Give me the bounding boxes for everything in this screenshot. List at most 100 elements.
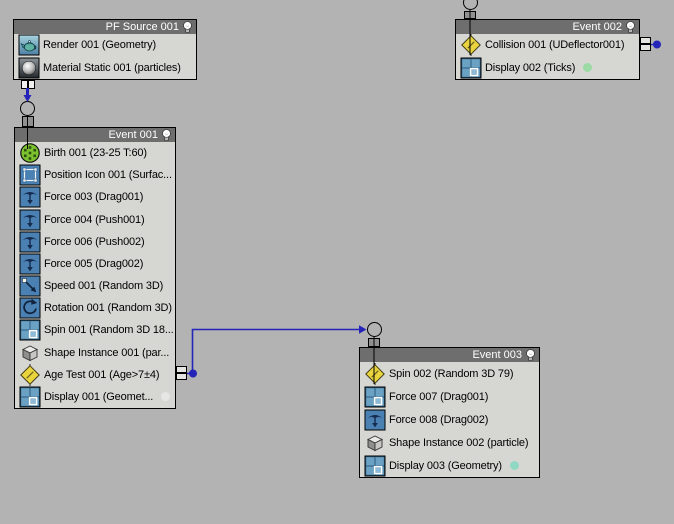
operator-row-force-003[interactable]: Force 003 (Drag001) [15, 186, 175, 208]
operator-label: Render 001 (Geometry) [43, 39, 157, 52]
output-socket[interactable] [176, 373, 187, 380]
operator-label: Spin 001 (Random 3D 18... [44, 324, 174, 337]
operator-row-shape-instance[interactable]: Shape Instance 001 (par... [15, 342, 175, 364]
pf-source-output-connector[interactable] [21, 80, 35, 89]
collision-test-output-connector[interactable] [640, 37, 651, 51]
material-sphere-icon [17, 57, 41, 79]
operator-row-position[interactable]: Position Icon 001 (Surfac... [15, 164, 175, 186]
operator-label: Material Static 001 (particles) [43, 61, 181, 74]
operator-row-spin-002[interactable]: Spin 002 (Random 3D 79) [360, 362, 539, 385]
lightbulb-icon[interactable] [182, 21, 193, 34]
operator-row-display[interactable]: Display 002 (Ticks) [456, 57, 639, 80]
operator-label: Age Test 001 (Age>7±4) [44, 368, 160, 381]
shape-cube-icon [18, 342, 42, 364]
display-status-dot [509, 461, 519, 470]
node-title: Event 003 [472, 349, 522, 361]
operator-row-force-005[interactable]: Force 005 (Drag002) [15, 253, 175, 275]
render-teapot-icon [17, 34, 41, 56]
wire-endpoint-dot[interactable] [653, 40, 661, 49]
operator-label: Force 003 (Drag001) [44, 191, 144, 204]
operator-label: Speed 001 (Random 3D) [44, 280, 164, 293]
event-003-input-socket[interactable] [368, 338, 380, 347]
operator-row-force-004[interactable]: Force 004 (Push001) [15, 209, 175, 231]
display-grid-icon [18, 386, 42, 408]
node-event-001[interactable]: Event 001 Birth 001 (23-25 T:60) Positio… [14, 127, 176, 409]
lightbulb-icon[interactable] [161, 129, 172, 142]
birth-icon [18, 142, 42, 164]
operator-label: Display 002 (Ticks) [485, 61, 576, 74]
operator-list: Collision 001 (UDeflector001) Display 00… [456, 34, 639, 79]
operator-row-display[interactable]: Display 001 (Geomet... [15, 386, 175, 408]
operator-list: Spin 002 (Random 3D 79) Force 007 (Drag0… [360, 362, 539, 477]
operator-row-spin[interactable]: Spin 001 (Random 3D 18... [15, 319, 175, 341]
node-titlebar[interactable]: Event 003 [360, 348, 539, 362]
node-titlebar[interactable]: Event 001 [15, 128, 175, 142]
node-titlebar[interactable]: Event 002 [456, 20, 639, 34]
operator-label: Force 004 (Push001) [44, 213, 145, 226]
test-diamond-icon [18, 364, 42, 386]
operator-label: Display 003 (Geometry) [389, 459, 502, 472]
event-002-input-socket[interactable] [464, 11, 476, 19]
event-001-input-connector[interactable] [20, 101, 35, 116]
display-status-dot [583, 63, 593, 73]
node-title: Event 002 [572, 21, 622, 33]
force-icon [18, 253, 42, 275]
output-socket[interactable] [640, 37, 651, 44]
operator-row-display-003[interactable]: Display 003 (Geometry) [360, 454, 539, 477]
lightbulb-icon[interactable] [525, 349, 536, 362]
operator-label: Force 007 (Drag001) [389, 390, 489, 403]
force-icon [18, 231, 42, 253]
operator-row-force-008[interactable]: Force 008 (Drag002) [360, 408, 539, 431]
shape-cube-icon [363, 432, 387, 454]
wire-agetest-to-event003[interactable] [191, 328, 360, 371]
position-icon [18, 164, 42, 186]
operator-label: Shape Instance 001 (par... [44, 346, 170, 359]
output-socket[interactable] [640, 44, 651, 51]
operator-label: Spin 002 (Random 3D 79) [389, 367, 514, 380]
operator-row-render[interactable]: Render 001 (Geometry) [14, 34, 196, 57]
test-diamond-icon [363, 363, 387, 385]
node-pf-source[interactable]: PF Source 001 Render 001 (Geometry) Mate… [13, 19, 197, 80]
operator-label: Force 008 (Drag002) [389, 413, 489, 426]
operator-row-speed[interactable]: Speed 001 (Random 3D) [15, 275, 175, 297]
operator-label: Shape Instance 002 (particle) [389, 436, 529, 449]
wire-arrowhead-icon [359, 325, 367, 334]
operator-row-force-006[interactable]: Force 006 (Push002) [15, 231, 175, 253]
operator-label: Rotation 001 (Random 3D) [44, 302, 172, 315]
output-socket[interactable] [21, 80, 28, 89]
spin-grid-icon [18, 319, 42, 341]
event-001-input-socket[interactable] [22, 116, 34, 127]
operator-row-age-test[interactable]: Age Test 001 (Age>7±4) [15, 364, 175, 386]
operator-label: Birth 001 (23-25 T:60) [44, 147, 147, 160]
operator-label: Force 006 (Push002) [44, 235, 145, 248]
operator-row-force-007[interactable]: Force 007 (Drag001) [360, 385, 539, 408]
display-status-dot [161, 392, 171, 402]
operator-row-shape-instance-002[interactable]: Shape Instance 002 (particle) [360, 431, 539, 454]
operator-row-birth[interactable]: Birth 001 (23-25 T:60) [15, 142, 175, 164]
operator-row-material[interactable]: Material Static 001 (particles) [14, 57, 196, 80]
force-icon [18, 209, 42, 231]
operator-label: Force 005 (Drag002) [44, 257, 144, 270]
event-002-input-connector[interactable] [463, 0, 478, 10]
node-titlebar[interactable]: PF Source 001 [14, 20, 196, 34]
force-icon [18, 186, 42, 208]
node-title: PF Source 001 [105, 21, 179, 33]
output-socket[interactable] [28, 80, 35, 89]
node-event-003[interactable]: Event 003 Spin 002 (Random 3D 79) Force … [359, 347, 540, 478]
operator-list: Birth 001 (23-25 T:60) Position Icon 001… [15, 142, 175, 408]
force-icon [363, 409, 387, 431]
wire-endpoint-dot[interactable] [189, 369, 197, 378]
operator-list: Render 001 (Geometry) Material Static 00… [14, 34, 196, 79]
display-grid-icon [363, 386, 387, 408]
operator-label: Collision 001 (UDeflector001) [485, 39, 625, 52]
output-socket[interactable] [176, 366, 187, 373]
node-title: Event 001 [108, 129, 158, 141]
node-event-002[interactable]: Event 002 Collision 001 (UDeflector001) … [455, 19, 640, 80]
test-diamond-icon [459, 34, 483, 56]
operator-row-rotation[interactable]: Rotation 001 (Random 3D) [15, 297, 175, 319]
speed-icon [18, 275, 42, 297]
lightbulb-icon[interactable] [625, 21, 636, 34]
operator-row-collision[interactable]: Collision 001 (UDeflector001) [456, 34, 639, 57]
age-test-output-connector[interactable] [176, 366, 187, 380]
event-003-input-connector[interactable] [367, 322, 382, 337]
